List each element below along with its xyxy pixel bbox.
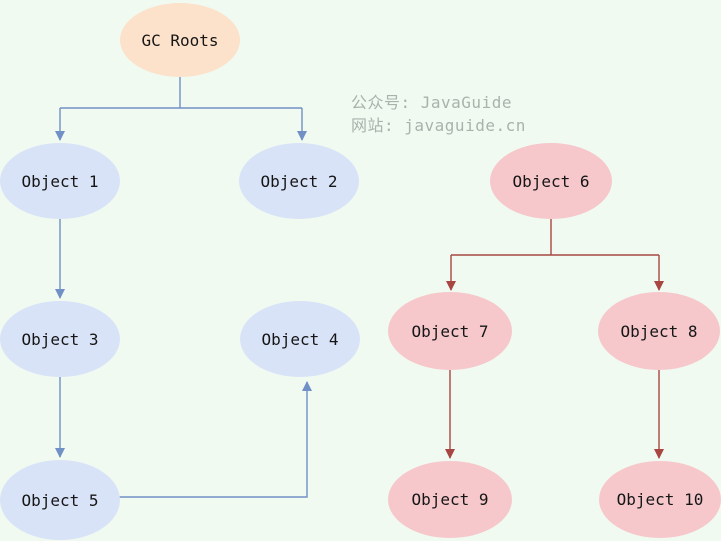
node-object-2-label: Object 2 [260, 171, 338, 191]
edge-object6-stem [451, 219, 659, 256]
node-object-4: Object 4 [240, 301, 360, 377]
node-object-8: Object 8 [598, 292, 720, 370]
node-gc-roots-label: GC Roots [141, 30, 219, 50]
node-object-9-label: Object 9 [411, 490, 489, 509]
node-object-1: Object 1 [0, 143, 120, 219]
watermark-line-1: 公众号: JavaGuide [351, 93, 512, 112]
node-object-1-label: Object 1 [21, 171, 99, 191]
watermark: 公众号: JavaGuide 网站: javaguide.cn [351, 91, 526, 137]
node-gc-roots: GC Roots [120, 3, 240, 77]
node-object-2: Object 2 [239, 143, 359, 219]
node-object-9: Object 9 [388, 461, 512, 538]
node-object-3-label: Object 3 [21, 329, 99, 349]
node-object-7-label: Object 7 [411, 321, 489, 341]
node-object-4-label: Object 4 [261, 329, 339, 349]
edge-object5-object4 [118, 381, 312, 498]
node-object-8-label: Object 8 [620, 321, 698, 341]
node-object-6-label: Object 6 [512, 171, 590, 191]
node-object-3: Object 3 [0, 301, 120, 377]
node-object-10-label: Object 10 [616, 490, 704, 509]
node-object-5: Object 5 [0, 460, 120, 540]
edge-gcroots-stem [60, 77, 302, 109]
node-object-10: Object 10 [599, 461, 721, 538]
watermark-line-2: 网站: javaguide.cn [351, 116, 526, 135]
node-object-6: Object 6 [490, 143, 612, 219]
node-object-5-label: Object 5 [21, 490, 99, 510]
node-object-7: Object 7 [388, 292, 512, 370]
